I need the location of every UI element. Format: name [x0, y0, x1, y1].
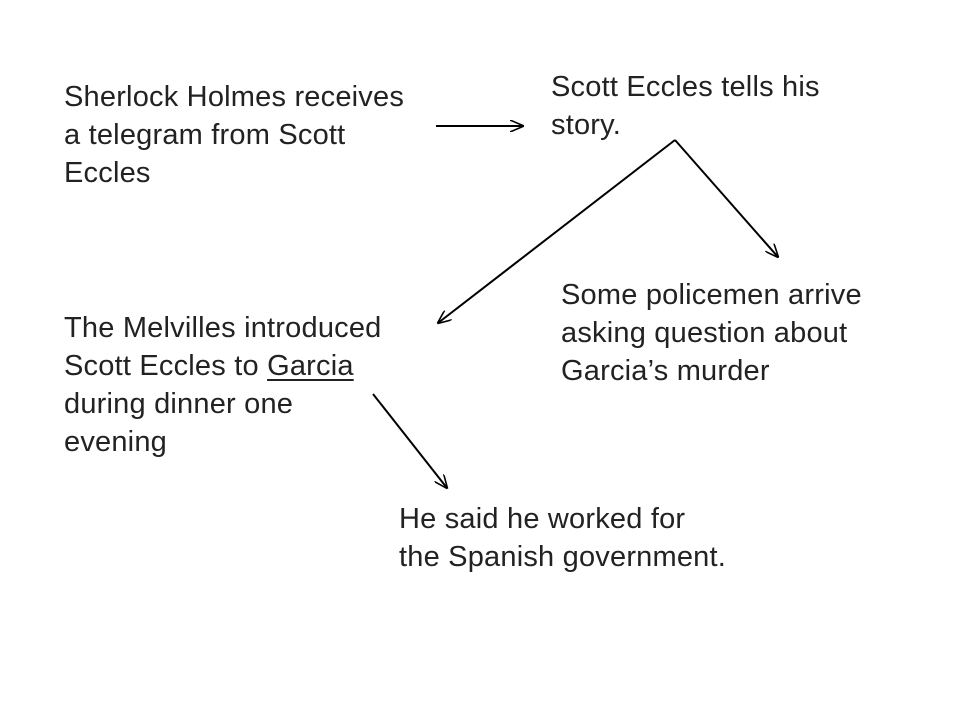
node-story-line-2: story.	[551, 109, 621, 141]
node-story: Scott Eccles tells his story.	[551, 68, 820, 144]
node-melvilles-line-2-prefix: Scott Eccles to	[64, 350, 268, 382]
node-spanish: He said he worked for the Spanish govern…	[399, 500, 726, 576]
node-telegram-line-1: Sherlock Holmes receives	[64, 81, 405, 113]
garcia-underlined: Garcia	[267, 350, 354, 382]
node-spanish-line-1: He said he worked for	[399, 503, 686, 535]
node-telegram-line-2: a telegram from Scott	[64, 119, 346, 151]
node-spanish-line-2: the Spanish government.	[399, 541, 727, 573]
node-melvilles-line-1: The Melvilles introduced	[64, 312, 382, 344]
node-telegram-line-3: Eccles	[64, 157, 151, 189]
node-melvilles-line-2: Scott Eccles to Garcia	[64, 347, 382, 385]
node-policemen-line-2: asking question about	[561, 317, 848, 349]
node-policemen-line-1: Some policemen arrive	[561, 279, 862, 311]
node-melvilles: The Melvilles introduced Scott Eccles to…	[64, 309, 382, 461]
node-melvilles-line-4: evening	[64, 426, 167, 458]
node-policemen-line-3: Garcia’s murder	[561, 355, 770, 387]
arrow-story-to-policemen	[674, 139, 778, 257]
node-telegram: Sherlock Holmes receives a telegram from…	[64, 78, 404, 192]
node-policemen: Some policemen arrive asking question ab…	[561, 276, 862, 390]
node-story-line-1: Scott Eccles tells his	[551, 71, 820, 103]
arrow-garcia-to-spanish	[372, 393, 447, 488]
node-melvilles-line-3: during dinner one	[64, 388, 294, 420]
